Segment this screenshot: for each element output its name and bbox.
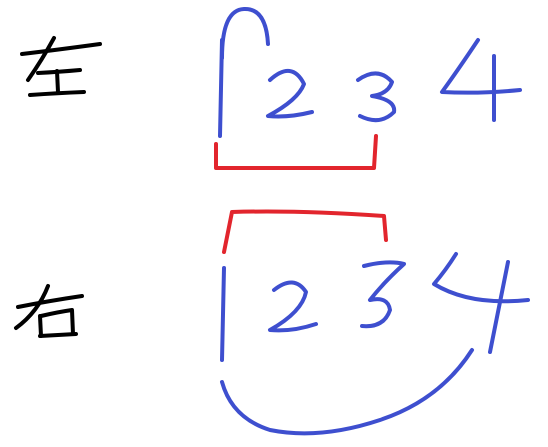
- digit-2: [268, 280, 318, 333]
- label-left-character: [20, 36, 102, 97]
- digits-right: [220, 252, 530, 362]
- digit-4: [432, 252, 530, 354]
- digit-1: [220, 266, 226, 362]
- loop-over-1: [220, 7, 270, 60]
- digits-left: [218, 38, 522, 138]
- bracket-over-1-to-3: [222, 209, 388, 254]
- row-left: [20, 7, 522, 170]
- digit-3: [356, 71, 397, 123]
- loop-under-1-to-4: [220, 348, 474, 436]
- row-right: [14, 209, 530, 436]
- label-right-character: [14, 284, 84, 338]
- digit-3: [360, 260, 406, 329]
- digit-4: [440, 38, 522, 122]
- digit-2: [266, 69, 314, 119]
- bracket-under-1-to-3: [214, 134, 378, 170]
